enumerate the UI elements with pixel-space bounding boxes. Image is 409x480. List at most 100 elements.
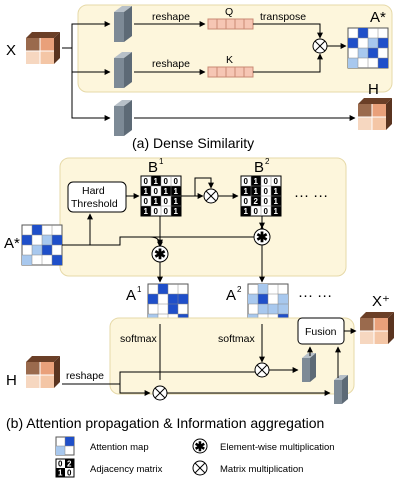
legend-adjacency-icon: 0 2 1 0 <box>55 458 75 478</box>
b1-label: B <box>148 159 158 176</box>
panel-dense-similarity <box>77 4 393 93</box>
q-label: Q <box>225 6 233 18</box>
matrix-cell: 0 <box>174 177 179 186</box>
caption-attention-propagation: (b) Attention propagation & Information … <box>6 415 324 431</box>
matrix-cell: 1 <box>254 187 259 196</box>
a1-label: A <box>126 287 136 304</box>
matrix-cell: 2 <box>254 197 259 206</box>
svg-text:0: 0 <box>67 469 72 478</box>
input-cube-h-bottom <box>26 356 60 388</box>
a2-label: A <box>226 287 236 304</box>
matrix-cell: 0 <box>144 197 149 206</box>
matmul-circle-d <box>254 362 270 378</box>
h-label-bottom: H <box>6 372 17 389</box>
xplus-label: X⁺ <box>372 293 390 310</box>
hard-threshold-line2: Threshold <box>71 198 118 210</box>
conv-bar-q <box>114 6 132 42</box>
b1-sup: 1 <box>159 157 164 166</box>
matrix-cell: 0 <box>244 197 249 206</box>
astar-label-top: A* <box>370 9 386 26</box>
svg-text:1: 1 <box>58 469 63 478</box>
hard-threshold-box <box>67 181 127 213</box>
matrix-cell: 1 <box>164 187 169 196</box>
matrix-cell: 0 <box>264 207 269 216</box>
matrix-cell: 0 <box>264 197 269 206</box>
matrix-cell: 0 <box>154 207 159 216</box>
b2-label: B <box>254 159 264 176</box>
matmul-circle-b <box>203 188 219 204</box>
softmax-label-2: softmax <box>218 333 256 345</box>
matrix-cell: 0 <box>264 187 269 196</box>
matrix-cell: 1 <box>174 207 179 216</box>
matrix-cell: 1 <box>174 187 179 196</box>
matrix-cell: 0 <box>264 177 269 186</box>
attention-map-astar-top <box>347 27 389 69</box>
k-label: K <box>226 54 233 66</box>
matrix-cell: 1 <box>174 197 179 206</box>
hard-threshold-line1: Hard <box>82 185 105 197</box>
panel-information-aggregation <box>109 317 355 395</box>
svg-text:✱: ✱ <box>256 229 268 245</box>
softmax-label-1: softmax <box>120 333 158 345</box>
matrix-cell: 1 <box>144 207 149 216</box>
matrix-cell: 1 <box>274 207 279 216</box>
caption-dense-similarity: (a) Dense Similarity <box>132 135 254 151</box>
legend-attention-map: Attention map <box>90 442 149 453</box>
matmul-circle-c <box>152 385 168 401</box>
input-label-x: X <box>6 42 16 59</box>
a2-sup: 2 <box>237 285 242 294</box>
vector-q <box>207 18 254 30</box>
output-cube-h-top <box>358 98 392 130</box>
reshape-label-q: reshape <box>152 11 190 23</box>
astar-label-left: A* <box>4 235 20 252</box>
conv-bar-agg-1 <box>302 353 316 382</box>
conv-bar-k <box>114 52 132 88</box>
matrix-cell: 0 <box>164 177 169 186</box>
matrix-cell: 1 <box>274 187 279 196</box>
input-cube-x <box>26 32 60 64</box>
b2-sup: 2 <box>265 157 270 166</box>
ellipsis-top: ··· ··· <box>294 187 328 204</box>
panel-attention-propagation <box>59 157 347 277</box>
svg-text:✱: ✱ <box>195 439 206 454</box>
legend-matmul-icon <box>192 460 208 476</box>
vector-k <box>207 66 254 78</box>
matrix-cell: 1 <box>154 177 159 186</box>
svg-text:2: 2 <box>67 460 72 469</box>
reshape-label-k: reshape <box>152 58 190 70</box>
matrix-cell: 1 <box>154 197 159 206</box>
output-cube-xplus <box>360 312 394 344</box>
matrix-cell: 0 <box>244 177 249 186</box>
matmul-circle-a <box>312 38 328 54</box>
conv-bar-h <box>114 100 132 136</box>
conv-bar-agg-2 <box>334 375 348 404</box>
ellipsis-middle: ··· ··· <box>298 287 332 304</box>
svg-text:✱: ✱ <box>154 246 166 262</box>
fusion-label: Fusion <box>305 326 337 338</box>
matrix-cell: 0 <box>154 187 159 196</box>
legend-matrix-mult: Matrix multiplication <box>220 464 303 475</box>
matrix-cell: 0 <box>254 207 259 216</box>
svg-text:0: 0 <box>58 460 63 469</box>
legend-elementwise: Element-wise multiplication <box>220 442 335 453</box>
h-label-top: H <box>368 81 379 98</box>
matrix-cell: 0 <box>274 177 279 186</box>
matrix-cell: 1 <box>144 187 149 196</box>
matrix-cell: 1 <box>244 207 249 216</box>
legend-attention-map-icon <box>55 436 75 456</box>
legend-adjacency-matrix: Adjacency matrix <box>90 464 163 475</box>
transpose-label: transpose <box>260 11 306 23</box>
matrix-cell: 1 <box>254 177 259 186</box>
elementwise-circle-1: ✱ <box>151 245 169 263</box>
matrix-cell: 0 <box>164 197 169 206</box>
reshape-label-h: reshape <box>66 370 104 382</box>
attention-map-astar-left <box>21 224 63 266</box>
matrix-cell: 0 <box>144 177 149 186</box>
a1-sup: 1 <box>137 285 142 294</box>
elementwise-circle-2: ✱ <box>253 228 271 246</box>
legend-elementwise-icon: ✱ <box>192 438 208 454</box>
matrix-cell: 1 <box>274 197 279 206</box>
